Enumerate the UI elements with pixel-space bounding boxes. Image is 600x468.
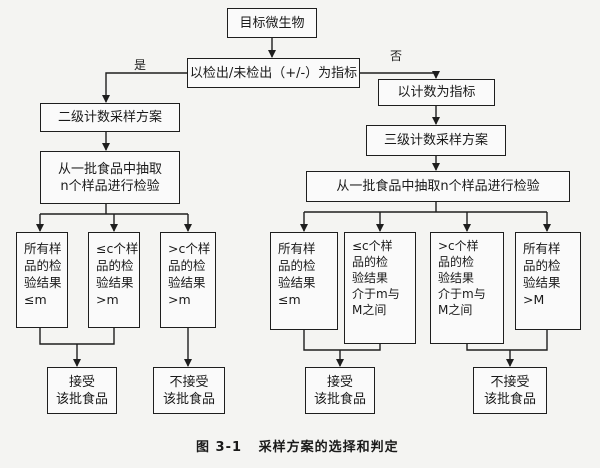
right-condition-1-line-1: 所有样 (278, 241, 316, 256)
left-accept-node: 接受 该批食品 (47, 367, 117, 414)
left-condition-1-line-4: ≤m (24, 292, 47, 307)
left-condition-3-line-4: >m (168, 292, 191, 307)
right-accept-line-1: 接受 (326, 374, 353, 390)
left-condition-2: ≤c个样 品的检 验结果 >m (88, 232, 140, 328)
left-condition-2-line-4: >m (96, 292, 119, 307)
right-condition-4-line-1: 所有样 (523, 241, 561, 256)
left-sample-line-2: n个样品进行检验 (60, 178, 160, 194)
right-condition-2-line-1: ≤c个样 (352, 239, 393, 253)
right-condition-2-line-5: M之间 (352, 303, 387, 317)
left-reject-line-1: 不接受 (169, 374, 209, 390)
no-label: 否 (390, 49, 403, 63)
right-condition-2-line-4: 介于m与 (352, 287, 400, 301)
right-condition-1-line-4: ≤m (278, 292, 301, 307)
right-condition-3-line-1: >c个样 (438, 239, 479, 253)
left-sample-line-1: 从一批食品中抽取 (57, 161, 162, 177)
left-condition-2-line-2: 品的检 (96, 258, 134, 273)
left-condition-1: 所有样 品的检 验结果 ≤m (16, 232, 68, 328)
right-condition-3-line-3: 验结果 (438, 271, 475, 285)
right-condition-2: ≤c个样 品的检 验结果 介于m与 M之间 (344, 232, 416, 344)
right-condition-3-line-4: 介于m与 (438, 287, 486, 301)
right-plan-node: 三级计数采样方案 (366, 125, 506, 156)
left-sample-node: 从一批食品中抽取 n个样品进行检验 (40, 151, 180, 204)
right-condition-4: 所有样 品的检 验结果 >M (515, 232, 581, 330)
left-condition-1-line-2: 品的检 (24, 258, 62, 273)
right-condition-2-line-2: 品的检 (352, 255, 389, 269)
right-accept-line-2: 该批食品 (313, 391, 366, 407)
right-condition-3-line-5: M之间 (438, 303, 473, 317)
left-condition-1-line-1: 所有样 (24, 241, 62, 256)
left-reject-node: 不接受 该批食品 (153, 367, 225, 414)
right-accept-node: 接受 该批食品 (305, 367, 375, 414)
right-condition-4-line-3: 验结果 (523, 275, 561, 290)
left-plan-node: 二级计数采样方案 (40, 103, 180, 132)
right-condition-4-line-2: 品的检 (523, 258, 561, 273)
right-reject-line-1: 不接受 (490, 374, 530, 390)
right-condition-1-line-2: 品的检 (278, 258, 316, 273)
left-condition-1-line-3: 验结果 (24, 275, 62, 290)
yes-label: 是 (134, 58, 147, 72)
right-reject-line-2: 该批食品 (483, 391, 536, 407)
left-condition-2-line-3: 验结果 (96, 275, 134, 290)
decision-node: 以检出/未检出（+/-）为指标 (187, 58, 360, 88)
left-condition-3-line-3: 验结果 (168, 275, 206, 290)
left-accept-line-1: 接受 (68, 374, 95, 390)
count-indicator-node: 以计数为指标 (378, 79, 495, 106)
left-condition-3: >c个样 品的检 验结果 >m (160, 232, 216, 328)
right-condition-1-line-3: 验结果 (278, 275, 316, 290)
left-reject-line-2: 该批食品 (162, 391, 215, 407)
left-condition-3-line-2: 品的检 (168, 258, 206, 273)
right-condition-3-line-2: 品的检 (438, 255, 475, 269)
right-condition-4-line-4: >M (523, 292, 545, 307)
right-condition-1: 所有样 品的检 验结果 ≤m (270, 232, 338, 330)
right-sample-node: 从一批食品中抽取n个样品进行检验 (306, 171, 570, 202)
root-node: 目标微生物 (227, 8, 317, 38)
right-condition-2-line-3: 验结果 (352, 271, 389, 285)
left-accept-line-2: 该批食品 (55, 391, 108, 407)
right-condition-3: >c个样 品的检 验结果 介于m与 M之间 (430, 232, 504, 344)
left-condition-3-line-1: >c个样 (168, 241, 211, 256)
right-reject-node: 不接受 该批食品 (473, 367, 547, 414)
left-condition-2-line-1: ≤c个样 (96, 241, 139, 256)
figure-caption: 图 3-1 采样方案的选择和判定 (196, 440, 399, 455)
